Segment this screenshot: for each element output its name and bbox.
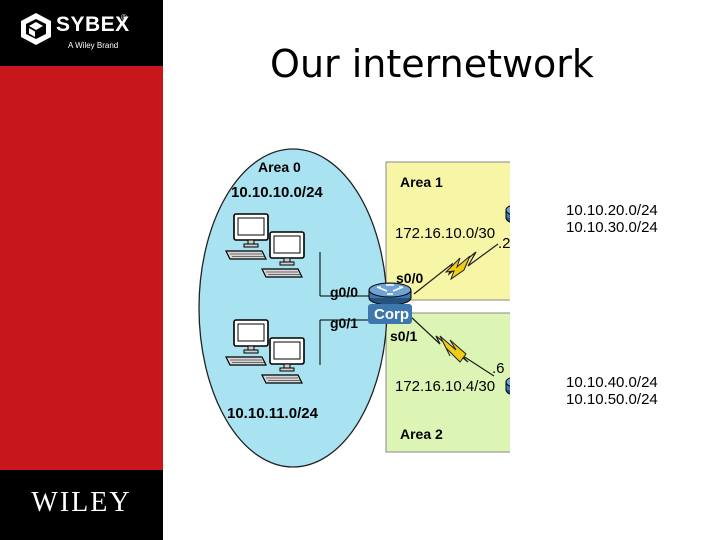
wiley-logo-block <box>0 470 163 540</box>
router-label: NY <box>518 396 539 413</box>
interface-label: g0/1 <box>330 315 359 331</box>
area1-zone <box>385 161 510 301</box>
cloud-network-label: 10.10.40.0/24 <box>566 374 658 391</box>
sybex-wordmark: SYBEX <box>56 13 130 36</box>
slide-title: Our internetwork <box>270 42 594 86</box>
router-label: SF <box>519 224 539 241</box>
network-diagram-graphic <box>198 148 510 468</box>
cloud-network-label: 10.10.30.0/24 <box>566 219 658 236</box>
lightning-bolt-icon <box>444 255 471 281</box>
interface-label: s0/0 <box>396 270 424 286</box>
corp-router-badge <box>368 304 412 324</box>
sybex-logo-block: SYBEX ® A Wiley Brand <box>0 0 163 66</box>
interface-label: g0/0 <box>330 284 359 300</box>
interface-label: s0/1 <box>390 328 418 344</box>
wiley-wordmark: WILEY <box>31 487 132 518</box>
brand-tagline: A Wiley Brand <box>68 41 119 50</box>
corp-router-icon <box>368 282 412 306</box>
host-address-label: .2 <box>498 235 511 252</box>
area0-label: Area 0 <box>258 159 301 175</box>
lan-network-label: 10.10.11.0/24 <box>227 405 318 422</box>
sybex-cube-icon <box>21 13 51 45</box>
brand-sidebar: SYBEX ® A Wiley Brand WILEY <box>0 0 163 540</box>
lan-network-label: 10.10.10.0/24 <box>231 184 323 201</box>
area1-label: Area 1 <box>400 174 443 190</box>
registered-mark: ® <box>121 13 127 22</box>
host-address-label: .6 <box>492 360 505 377</box>
cloud-network-label: 10.10.20.0/24 <box>566 202 658 219</box>
link-network-label: 172.16.10.4/30 <box>395 378 496 395</box>
area2-zone <box>385 312 510 453</box>
lightning-bolt-icon <box>439 335 467 363</box>
area2-label: Area 2 <box>400 426 443 442</box>
link-network-label: 172.16.10.0/30 <box>395 225 496 242</box>
cloud-network-label: 10.10.50.0/24 <box>566 391 658 408</box>
router-label: Corp <box>374 306 409 323</box>
